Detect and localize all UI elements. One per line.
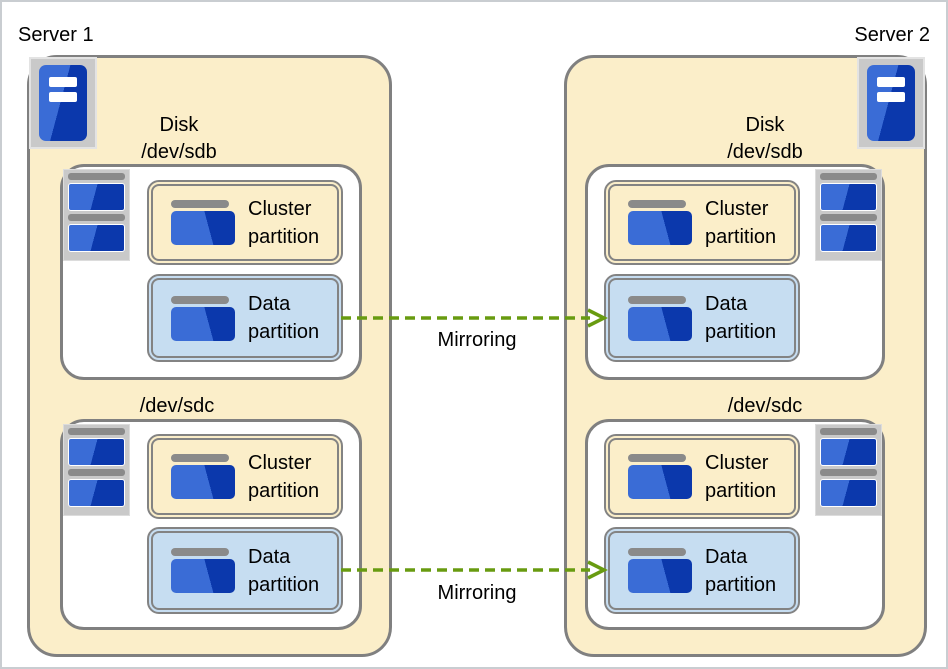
server1-sdc-label: /dev/sdc: [139, 395, 215, 417]
disk-drive-icon: [171, 200, 235, 245]
server-tower-glyph: [39, 65, 87, 141]
server2-title: Server 2: [854, 24, 930, 46]
server1-title: Server 1: [18, 24, 94, 46]
disk-drive-icon: [628, 295, 692, 341]
data-partition: Data partition: [604, 527, 800, 614]
cluster-partition: Cluster partition: [604, 434, 800, 519]
data-partition: Data partition: [604, 274, 800, 362]
disk-drive-icon: [171, 295, 235, 341]
disk-drive-icon: [628, 200, 692, 245]
server1-sdb-label: Disk /dev/sdb: [141, 114, 217, 163]
cluster-partition-label: Cluster partition: [248, 197, 320, 248]
server1-sdb-section: Cluster partition Data partition: [60, 164, 362, 380]
data-partition: Data partition: [147, 527, 343, 614]
cluster-partition: Cluster partition: [604, 180, 800, 265]
cluster-partition: Cluster partition: [147, 434, 343, 519]
cluster-partition-label: Cluster partition: [248, 451, 320, 502]
cluster-partition: Cluster partition: [147, 180, 343, 265]
disk-drive-icon: [171, 548, 235, 593]
server2-sdb-section: Cluster partition Data partition: [585, 164, 885, 380]
disk-drive-icon: [628, 548, 692, 593]
data-partition: Data partition: [147, 274, 343, 362]
data-partition-label: Data partition: [248, 293, 320, 343]
data-partition-label: Data partition: [705, 293, 777, 343]
data-partition-label: Data partition: [705, 545, 777, 596]
tower-slot-bar: [877, 92, 905, 102]
mirroring-label-sdc: Mirroring: [437, 582, 517, 604]
data-partition-label: Data partition: [248, 545, 320, 596]
mirroring-arrow-sdb: [341, 308, 608, 328]
tower-slot-bar: [877, 77, 905, 87]
cluster-partition-label: Cluster partition: [705, 197, 777, 248]
disk-stack-icon: [63, 424, 130, 516]
server1-tower-icon: [29, 57, 97, 149]
mirroring-arrow-sdc: [341, 560, 608, 580]
server2-sdb-label: Disk /dev/sdb: [727, 114, 803, 163]
tower-slot-bar: [49, 92, 77, 102]
disk-drive-icon: [171, 454, 235, 499]
disk-stack-icon: [815, 169, 882, 261]
server2-sdc-section: Cluster partition Data partition: [585, 419, 885, 630]
server2-tower-icon: [857, 57, 925, 149]
cluster-partition-label: Cluster partition: [705, 451, 777, 502]
tower-slot-bar: [49, 77, 77, 87]
disk-stack-icon: [815, 424, 882, 516]
server-tower-glyph: [867, 65, 915, 141]
server2-sdc-label: /dev/sdc: [727, 395, 803, 417]
disk-stack-icon: [63, 169, 130, 261]
mirroring-label-sdb: Mirroring: [437, 329, 517, 351]
disk-drive-icon: [628, 454, 692, 499]
server1-sdc-section: Cluster partition Data partition: [60, 419, 362, 630]
